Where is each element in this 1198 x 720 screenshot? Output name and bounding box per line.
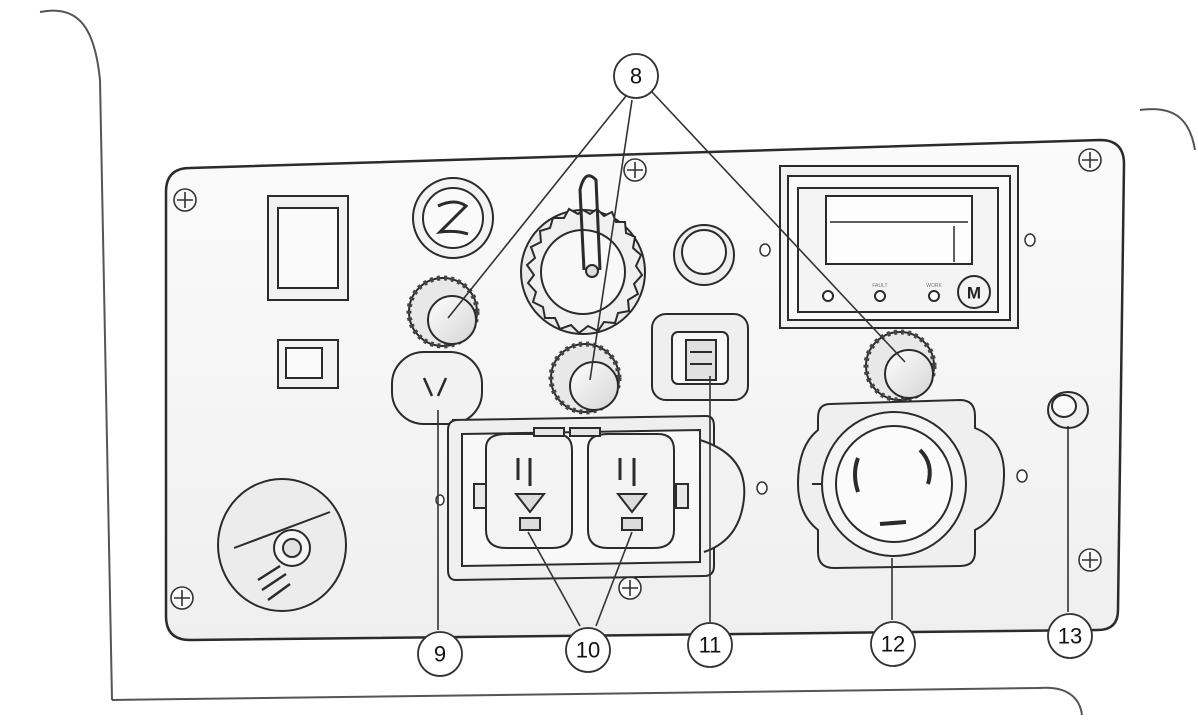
- callout-9-label: 9: [434, 642, 446, 667]
- meter-mode-button-label: M: [967, 284, 981, 303]
- screw-bottom-right: [1078, 548, 1102, 572]
- circuit-breaker-knob-middle: [548, 341, 622, 415]
- receptacle-right: [587, 433, 675, 549]
- meter-indicators: [822, 290, 940, 302]
- fuel-cap: [520, 174, 646, 335]
- parallel-switch-module: [651, 313, 749, 401]
- leader-8-to-left-knob: [447, 95, 627, 319]
- callout-13: 13: [1047, 613, 1093, 659]
- screw-top-left: [173, 188, 197, 212]
- meter-mode-button: [957, 275, 991, 309]
- callout-8-label: 8: [630, 64, 642, 89]
- screw-top-mid: [623, 158, 647, 182]
- callout-11: 11: [687, 622, 733, 668]
- callout-9: 9: [417, 631, 463, 677]
- leader-10-left: [527, 531, 581, 627]
- twist-lock-receptacle: [796, 398, 1006, 570]
- duplex-ac-receptacle: [447, 414, 746, 582]
- callout-12-label: 12: [881, 632, 905, 657]
- eco-throttle-cap: [412, 177, 494, 259]
- leader-10-right: [595, 531, 633, 627]
- callout-10-label: 10: [576, 638, 600, 663]
- meter-indicator-label-2: FAULT: [872, 283, 887, 289]
- ground-terminal: [1047, 391, 1089, 429]
- panel-screws: [170, 148, 1102, 610]
- receptacle-left: [485, 433, 573, 549]
- screw-top-right: [1078, 148, 1102, 172]
- circuit-breaker-knob-right: [863, 329, 937, 403]
- engine-switch: [267, 195, 349, 301]
- screw-bottom-left: [170, 586, 194, 610]
- leader-8-to-right-knob: [651, 91, 906, 363]
- leader-8-to-middle-knob: [589, 99, 633, 381]
- callout-10: 10: [565, 627, 611, 673]
- recoil-starter-cover: [217, 478, 347, 612]
- circuit-breaker-knob-left: [406, 275, 480, 349]
- generator-housing: [39, 9, 1196, 716]
- callout-11-label: 11: [699, 633, 722, 658]
- small-switch: [277, 339, 339, 389]
- indicator-light: [673, 224, 735, 286]
- digital-meter: [779, 165, 1019, 329]
- screw-bottom-mid: [618, 576, 642, 600]
- meter-indicator-label-3: WORK: [926, 283, 942, 289]
- callout-12: 12: [870, 621, 916, 667]
- callout-8: 8: [613, 53, 659, 99]
- small-fasteners: [435, 233, 1036, 506]
- callout-13-label: 13: [1058, 624, 1082, 649]
- dc-outlet: [391, 351, 483, 425]
- leader-lines: [437, 91, 1069, 630]
